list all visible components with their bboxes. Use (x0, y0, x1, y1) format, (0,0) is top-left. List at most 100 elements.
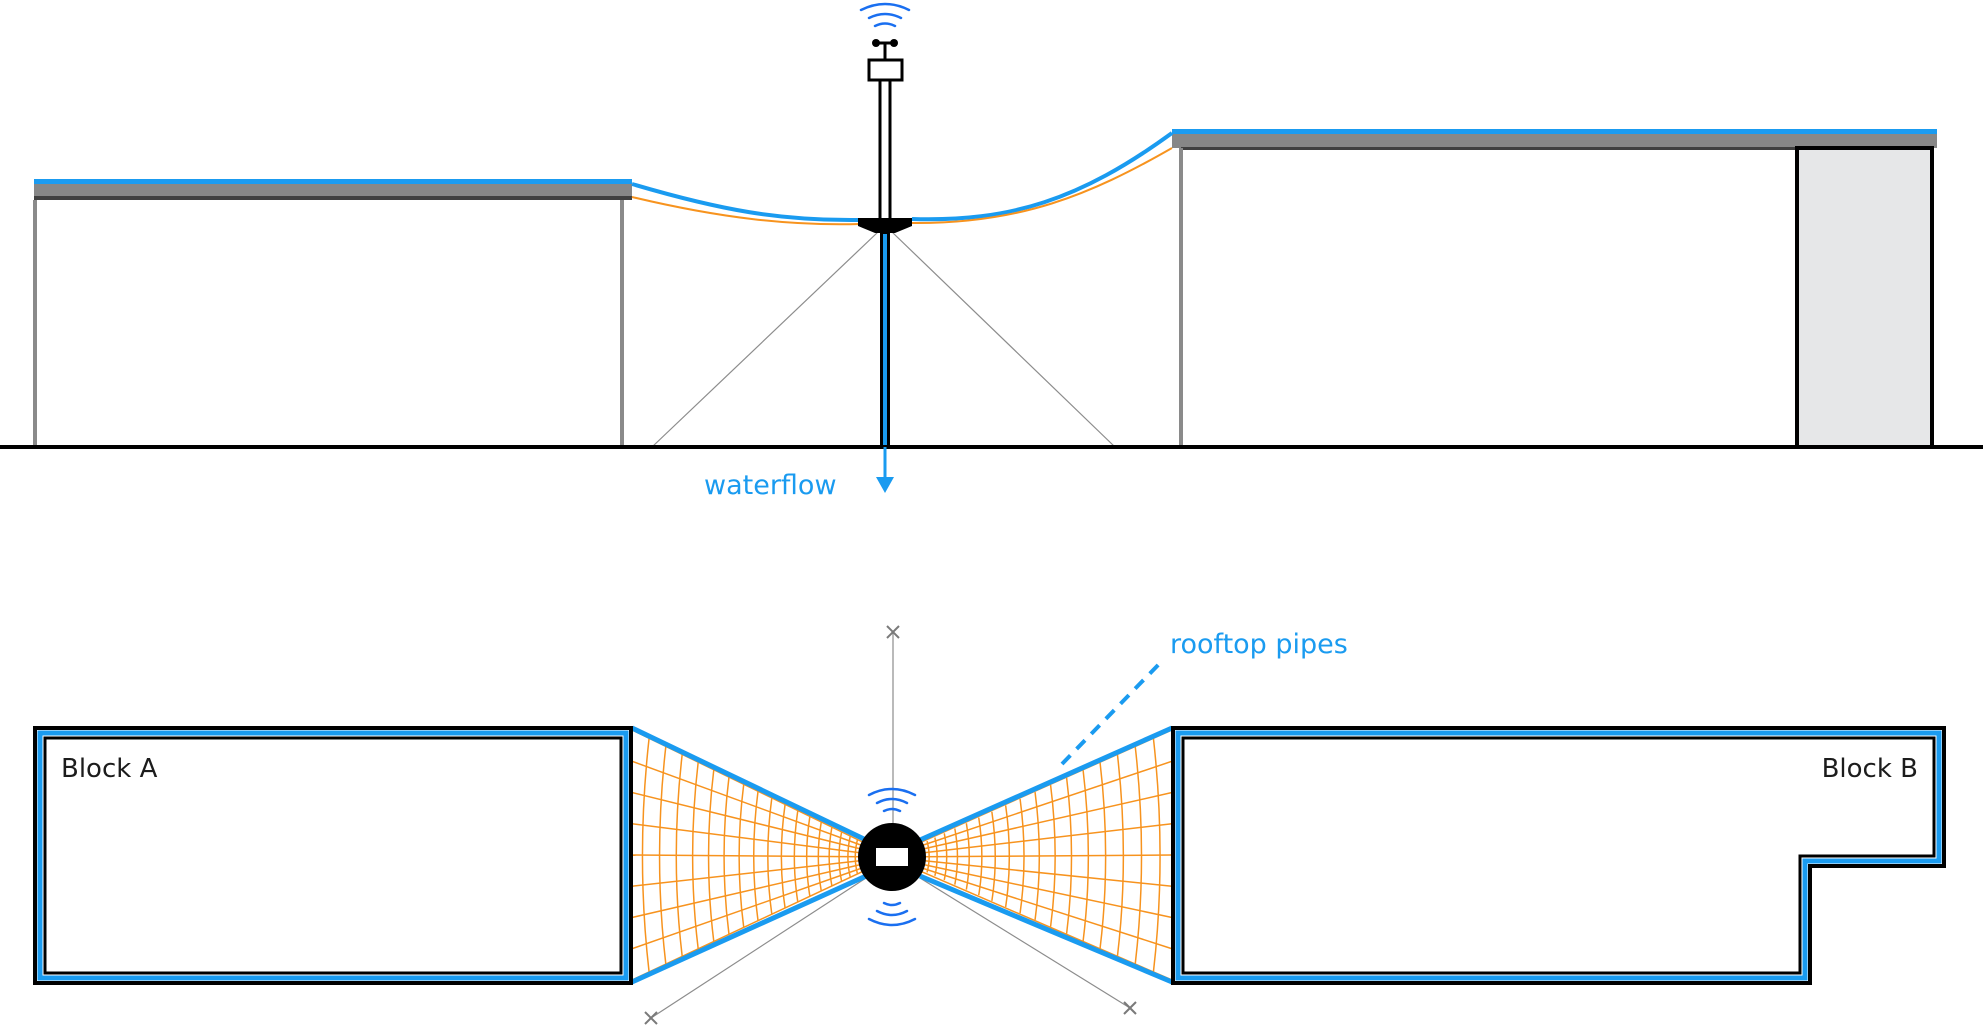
plan-signal-waves-bottom-icon (867, 901, 917, 927)
block-b-pipe (1175, 730, 1942, 981)
mesh-arc-ring (1116, 754, 1125, 957)
block-b-inner (1181, 736, 1936, 975)
block-b: Block B (1171, 726, 1946, 985)
mesh-arc-ring (641, 738, 650, 973)
mesh-radial-line (921, 859, 1173, 887)
right-building-shaded-block (1795, 146, 1934, 449)
guy-wire-right (891, 231, 1116, 448)
plan-guy-wire-lower-right (919, 877, 1131, 1009)
plan-view: Block A Block B rooftop pipes (33, 625, 1946, 1025)
block-a-pipe (37, 730, 629, 981)
orange-membrane-curve-left (631, 196, 861, 226)
block-a-outer (33, 726, 633, 985)
mesh-arc-ring (926, 840, 930, 873)
left-building-roof-shadow (34, 196, 632, 200)
ground-line (0, 445, 1983, 449)
mesh-arc-ring (965, 823, 970, 890)
rooftop-pipe-right-upper (918, 725, 1174, 843)
mesh-arc-ring (838, 832, 843, 882)
mesh-arc-ring (707, 769, 715, 942)
mesh-arc-ring (854, 839, 859, 874)
mesh-arc-ring (691, 762, 699, 949)
mesh-radial-line (921, 863, 1173, 919)
orange-mesh-left (631, 729, 863, 981)
rooftop-pipe-left-lower (630, 873, 868, 985)
mesh-radial-line (921, 854, 1173, 858)
anchor-x-lower-left-icon (644, 1011, 658, 1025)
mesh-arc-ring (1065, 777, 1073, 934)
mesh-arc-ring (1034, 792, 1041, 920)
mesh-arc-ring (658, 746, 667, 965)
block-a: Block A (33, 726, 633, 985)
rooftop-pipe-right-lower (919, 873, 1173, 985)
left-building-roof-blue (34, 179, 632, 184)
right-building-roof-blue (1172, 129, 1937, 134)
rooftop-pipe-left-upper (630, 725, 868, 843)
guy-wire-left (651, 231, 879, 448)
drain-pipe-water (883, 234, 887, 447)
right-building-wall-left (1179, 148, 1183, 447)
mesh-arc-ring (954, 828, 959, 885)
mesh-arc-ring (780, 804, 786, 908)
wind-vane-cup-left (872, 39, 880, 47)
orange-mesh-right (921, 729, 1173, 981)
mesh-arc-ring (767, 798, 773, 914)
mesh-arc-ring (1082, 770, 1090, 942)
mesh-arc-ring (675, 754, 683, 957)
rooftop-pipes-leader (1060, 659, 1164, 766)
collector-sensor-icon (876, 848, 908, 866)
mesh-radial-line (631, 863, 863, 919)
mesh-arc-ring (793, 810, 799, 902)
mesh-arc-ring (1099, 762, 1107, 949)
central-mast (858, 2, 912, 447)
mesh-arc-ring (738, 784, 745, 928)
mesh-arc-ring (805, 816, 811, 897)
central-collector (858, 787, 926, 927)
block-b-label: Block B (1822, 754, 1918, 784)
mesh-radial-line (631, 867, 863, 950)
mesh-radial-line (921, 791, 1173, 850)
mast-pole (878, 78, 892, 222)
mesh-radial-line (631, 791, 863, 850)
left-building-wall-right (620, 200, 624, 447)
orange-membrane-curve-right (911, 147, 1173, 225)
elevation-view: waterflow (0, 2, 1983, 501)
mesh-radial-line (921, 760, 1173, 847)
mesh-arc-ring (752, 791, 759, 921)
mesh-arc-ring (847, 836, 851, 877)
right-building-inner-shadow (1181, 147, 1932, 150)
mesh-arc-ring (723, 777, 730, 935)
mesh-radial-line (631, 859, 863, 887)
mesh-arc-ring (943, 833, 948, 881)
mesh-arc-ring (1134, 746, 1143, 964)
mesh-radial-line (921, 823, 1173, 854)
mesh-radial-line (921, 867, 1173, 950)
blue-pipe-curve-right (911, 131, 1174, 222)
collection-funnel-icon (858, 218, 912, 233)
mesh-radial-line (631, 854, 863, 858)
mesh-arc-ring (1019, 798, 1025, 914)
plan-signal-waves-top-icon (867, 787, 917, 813)
left-building-roof-slab (34, 184, 632, 196)
block-b-outer (1171, 726, 1946, 985)
rooftop-pipes-label: rooftop pipes (1170, 629, 1348, 660)
mesh-radial-line (631, 760, 863, 847)
mesh-arc-ring (817, 822, 822, 891)
right-building-roof-slab (1172, 134, 1937, 148)
anchor-x-lower-right-icon (1123, 1001, 1137, 1015)
mesh-arc-ring (1004, 805, 1011, 908)
blue-pipe-curve-left (631, 182, 861, 223)
mesh-arc-ring (828, 827, 833, 886)
signal-waves-icon (859, 2, 911, 28)
waterflow-arrow-head-icon (876, 477, 894, 493)
mesh-radial-line (631, 823, 863, 854)
block-a-label: Block A (61, 754, 158, 784)
mesh-arc-ring (977, 817, 983, 896)
anchor-x-top-icon (886, 625, 900, 639)
wind-vane-cup-right (890, 39, 898, 47)
left-building (33, 179, 632, 447)
mesh-arc-ring (934, 837, 938, 877)
left-building-wall-left (33, 200, 37, 447)
right-building (1172, 129, 1937, 449)
